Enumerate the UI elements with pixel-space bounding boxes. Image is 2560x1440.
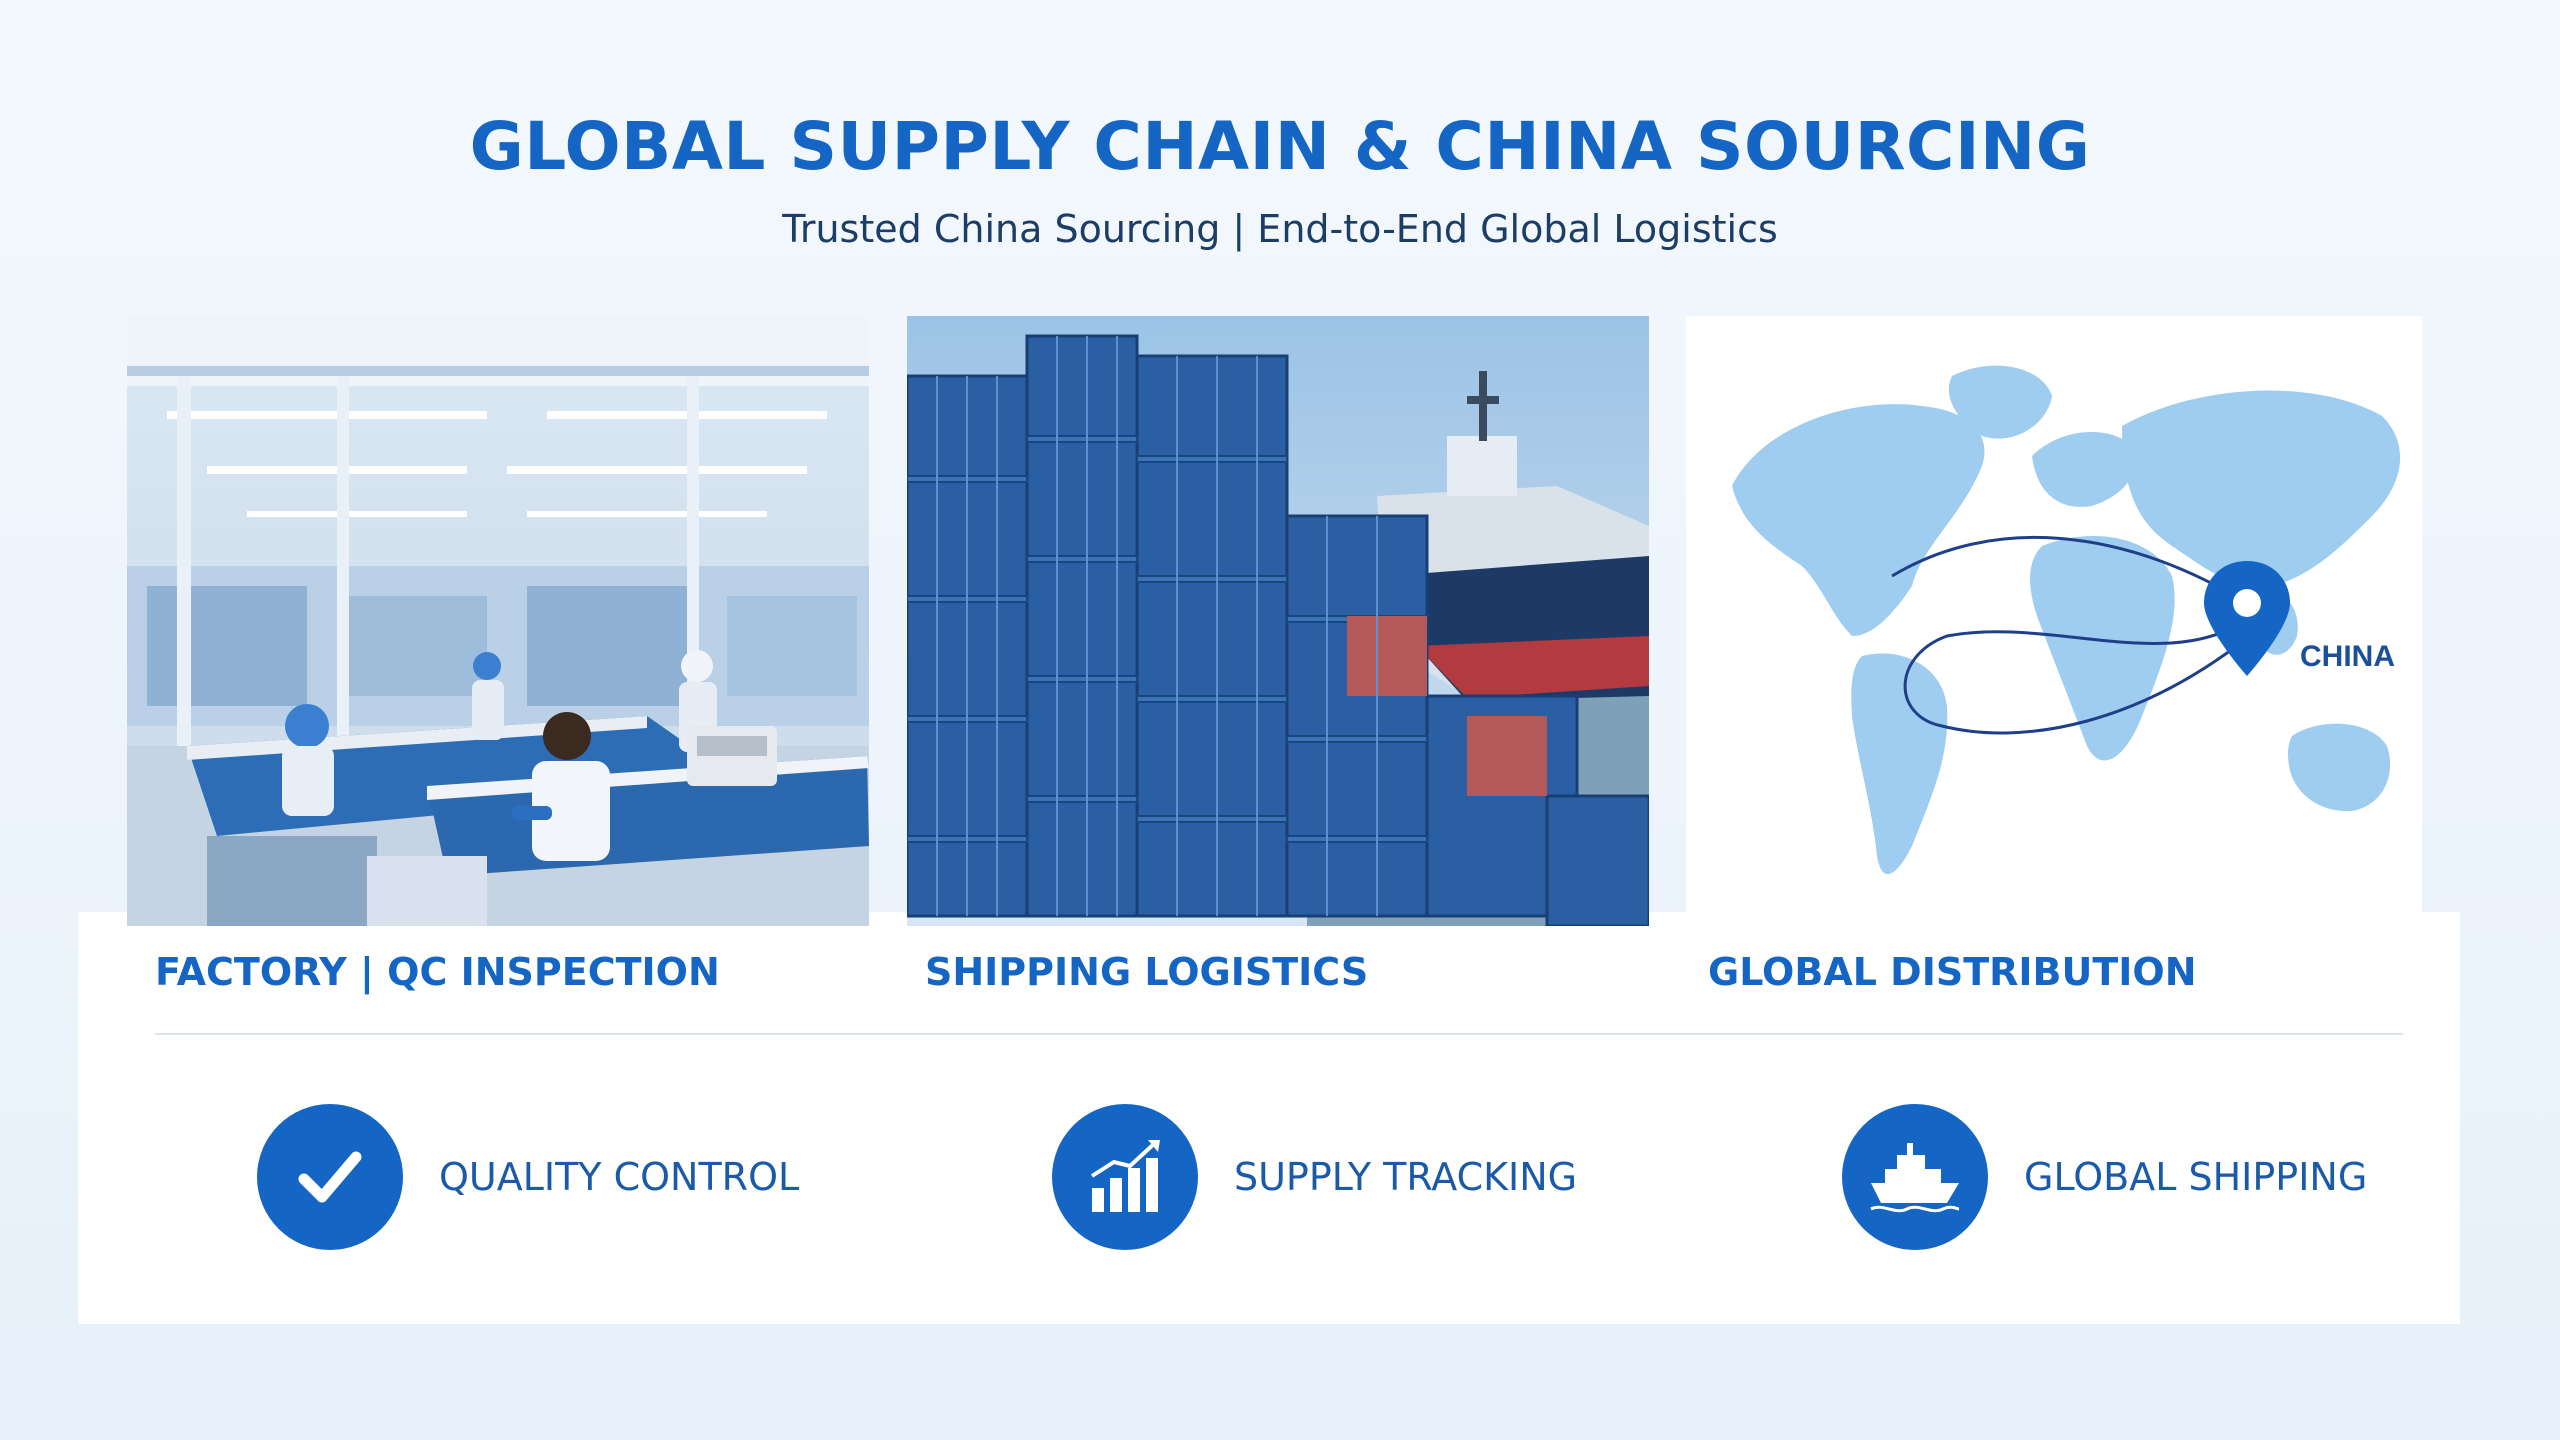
feature-supply-tracking: SUPPLY TRACKING (1052, 1104, 1577, 1250)
container-ship-photo (907, 316, 1649, 926)
features-panel (78, 912, 2460, 1324)
factory-image-card (127, 316, 869, 926)
card-label-factory: FACTORY | QC INSPECTION (155, 950, 720, 994)
feature-label: QUALITY CONTROL (439, 1155, 800, 1199)
world-map: CHINA (1692, 316, 2422, 926)
ship-icon (1842, 1104, 1988, 1250)
bar-chart-icon (1052, 1104, 1198, 1250)
card-label-distribution: GLOBAL DISTRIBUTION (1708, 950, 2197, 994)
factory-photo (127, 316, 869, 926)
card-label-shipping: SHIPPING LOGISTICS (925, 950, 1369, 994)
feature-quality-control: QUALITY CONTROL (257, 1104, 799, 1250)
feature-global-shipping: GLOBAL SHIPPING (1842, 1104, 2367, 1250)
feature-label: GLOBAL SHIPPING (2024, 1155, 2368, 1199)
feature-label: SUPPLY TRACKING (1234, 1155, 1578, 1199)
map-image-card: CHINA (1692, 316, 2422, 926)
shipping-image-card (907, 316, 1649, 926)
section-divider (155, 1033, 2403, 1035)
page-subtitle: Trusted China Sourcing | End-to-End Glob… (782, 207, 1778, 251)
page-title: GLOBAL SUPPLY CHAIN & CHINA SOURCING (469, 108, 2091, 185)
checkmark-icon (257, 1104, 403, 1250)
map-pin-label: CHINA (2300, 640, 2395, 673)
